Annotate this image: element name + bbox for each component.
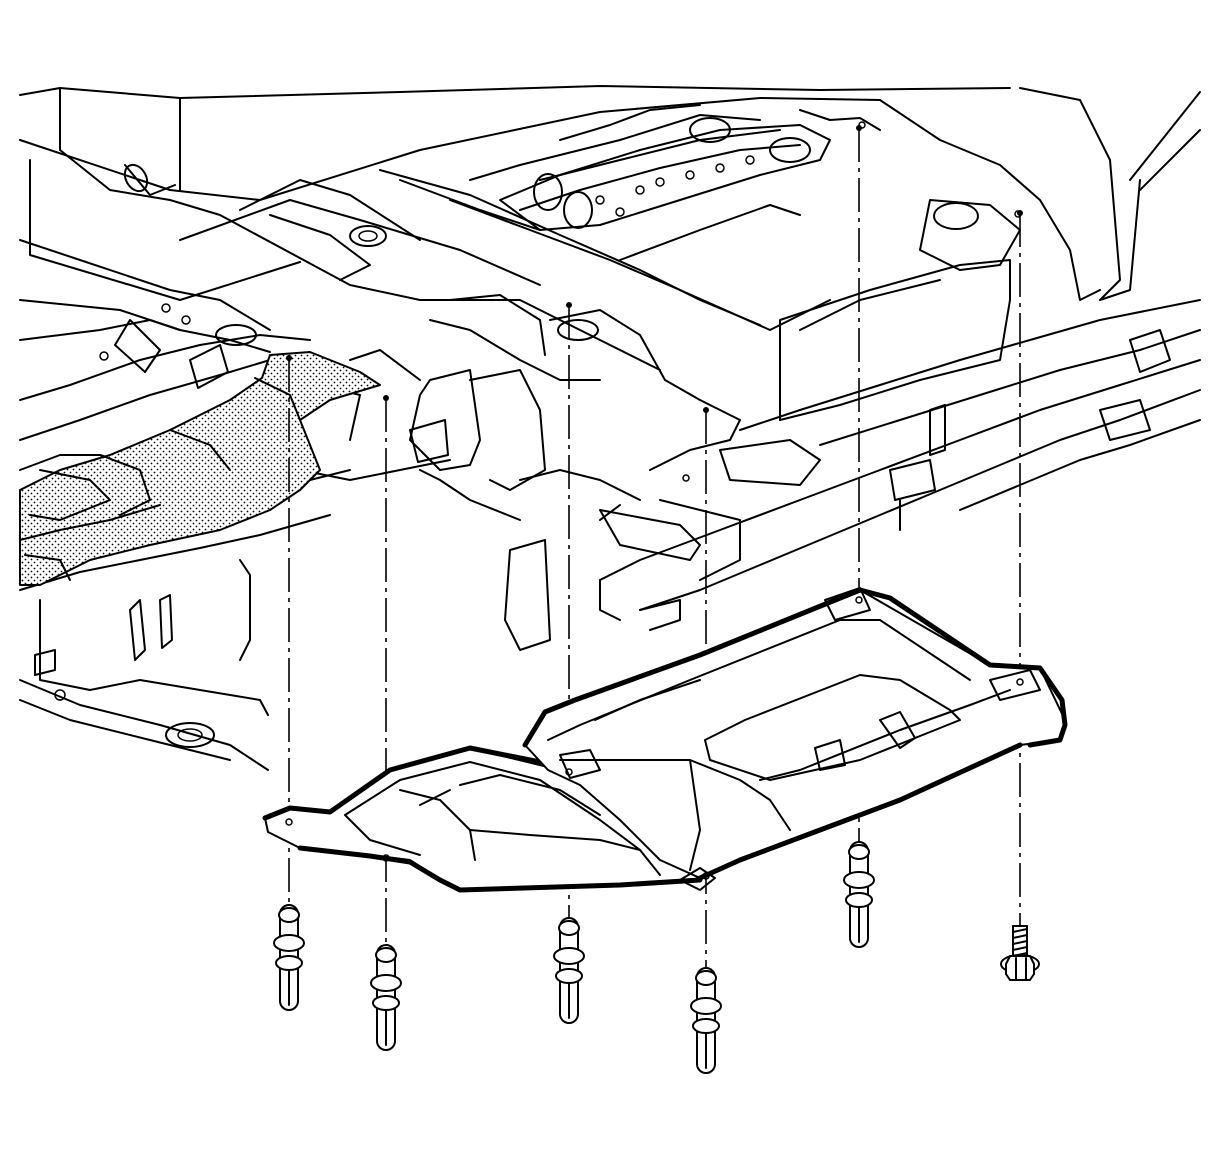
push-pin-retainer <box>553 917 585 1024</box>
push-pin-retainer <box>273 904 305 1011</box>
push-pin-retainer <box>843 841 875 948</box>
vehicle-underbody-frame <box>19 85 1201 771</box>
hex-flange-bolt <box>1000 925 1040 981</box>
push-pin-retainer <box>370 944 402 1051</box>
rear-shield-panel <box>522 587 1068 891</box>
push-pin-retainer <box>690 967 722 1074</box>
exhaust-heat-shield-stippled <box>19 351 381 586</box>
